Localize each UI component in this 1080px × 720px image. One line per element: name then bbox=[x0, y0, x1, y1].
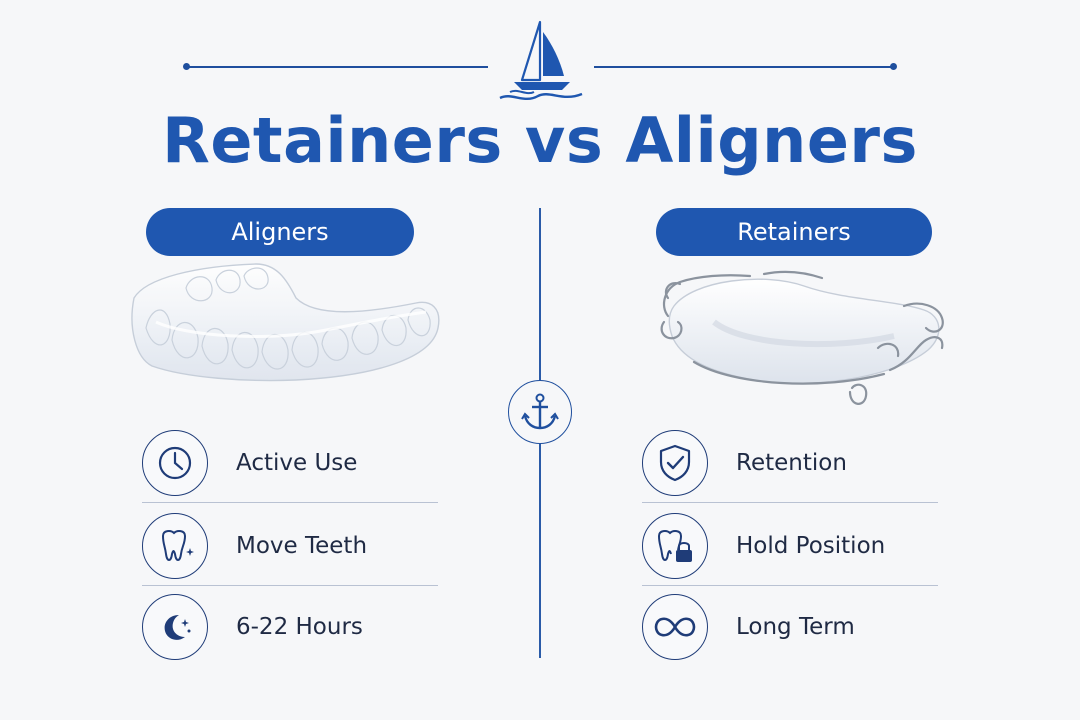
left-feature-separator-1 bbox=[142, 502, 438, 503]
retainers-feature-retention: Retention bbox=[642, 423, 938, 503]
aligners-heading-pill: Aligners bbox=[146, 208, 414, 256]
feature-label: 6-22 Hours bbox=[236, 614, 363, 640]
infinity-icon-badge bbox=[642, 594, 708, 660]
header-rule-dot-left bbox=[183, 63, 190, 70]
feature-label: Retention bbox=[736, 450, 847, 476]
infinity-icon bbox=[654, 617, 696, 637]
aligner-tray-image bbox=[131, 263, 440, 382]
tooth-sparkle-icon-badge bbox=[142, 513, 208, 579]
anchor-badge bbox=[508, 380, 572, 444]
aligners-feature-move-teeth: Move Teeth bbox=[142, 506, 438, 586]
header-rule-dot-right bbox=[890, 63, 897, 70]
brand-header bbox=[0, 0, 1080, 110]
header-rule-right bbox=[594, 66, 894, 68]
tooth-lock-icon-badge bbox=[642, 513, 708, 579]
shield-check-icon bbox=[659, 444, 691, 482]
tooth-sparkle-icon bbox=[161, 530, 194, 561]
feature-label: Active Use bbox=[236, 450, 358, 476]
retainers-feature-hold-position: Hold Position bbox=[642, 506, 938, 586]
page-title: Retainers vs Aligners bbox=[162, 104, 918, 177]
feature-label: Hold Position bbox=[736, 533, 886, 559]
clock-icon-badge bbox=[142, 430, 208, 496]
moon-stars-icon-badge bbox=[142, 594, 208, 660]
feature-label: Move Teeth bbox=[236, 533, 368, 559]
shield-check-icon-badge bbox=[642, 430, 708, 496]
tooth-lock-icon bbox=[658, 530, 692, 562]
left-feature-separator-2 bbox=[142, 585, 438, 586]
header-rule-left bbox=[186, 66, 488, 68]
center-divider-top bbox=[539, 208, 541, 380]
aligners-feature-hours: 6-22 Hours bbox=[142, 587, 438, 667]
moon-stars-icon bbox=[164, 615, 191, 640]
center-divider-bottom bbox=[539, 444, 541, 658]
anchor-icon bbox=[521, 393, 559, 430]
right-feature-separator-1 bbox=[642, 502, 938, 503]
feature-label: Long Term bbox=[736, 614, 855, 640]
retainer-image bbox=[660, 270, 944, 405]
retainers-heading-pill: Retainers bbox=[656, 208, 932, 256]
clock-icon bbox=[158, 446, 192, 480]
sailboat-icon bbox=[499, 20, 583, 101]
aligners-feature-active-use: Active Use bbox=[142, 423, 438, 503]
right-feature-separator-2 bbox=[642, 585, 938, 586]
retainers-feature-long-term: Long Term bbox=[642, 587, 938, 667]
